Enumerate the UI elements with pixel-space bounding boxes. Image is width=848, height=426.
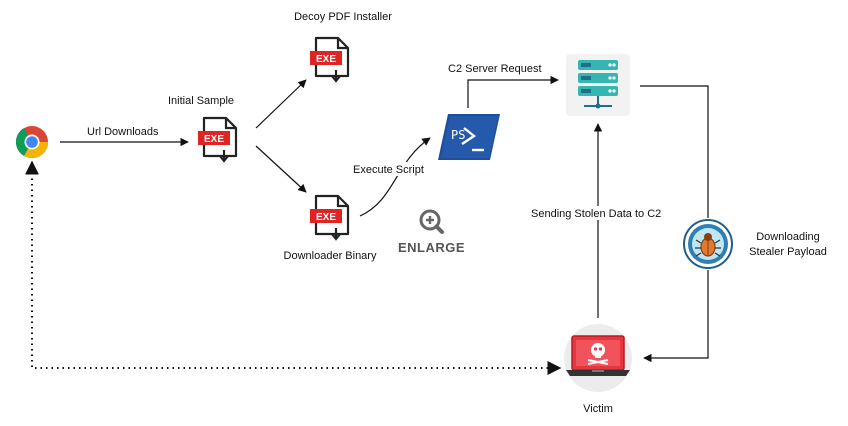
label-decoy-installer: Decoy PDF Installer <box>294 11 392 23</box>
label-downloader-binary: Downloader Binary <box>284 250 377 262</box>
chrome-browser-icon <box>15 126 48 159</box>
bug-shield-icon <box>683 219 733 269</box>
edge-to-decoy <box>255 79 307 129</box>
exe-badge: EXE <box>316 212 336 223</box>
edge-stealer-to-victim <box>643 270 709 363</box>
label-sending-data: Sending Stolen Data to C2 <box>531 208 661 220</box>
label-stealer-payload: Stealer Payload <box>749 246 827 258</box>
exe-file-icon: EXE <box>198 116 238 163</box>
exe-badge: EXE <box>316 54 336 65</box>
edges <box>25 75 709 375</box>
powershell-glyph: PS <box>451 128 465 142</box>
infected-laptop-icon <box>564 324 632 392</box>
edge-labels: Url Downloads Execute Script C2 Server R… <box>84 63 672 220</box>
edge-c2-request <box>467 75 559 108</box>
enlarge-label[interactable]: ENLARGE <box>398 240 465 255</box>
label-c2-request: C2 Server Request <box>448 63 542 75</box>
exe-file-icon: EXE <box>310 194 350 241</box>
exe-file-icon: EXE <box>310 36 350 83</box>
edge-dotted-browser-victim <box>25 160 562 375</box>
label-execute-script: Execute Script <box>353 164 424 176</box>
label-downloading: Downloading <box>756 231 820 243</box>
label-initial-sample: Initial Sample <box>168 95 234 107</box>
enlarge-control[interactable]: ENLARGE <box>398 209 465 255</box>
label-url-downloads: Url Downloads <box>87 126 159 138</box>
edge-execute-script <box>359 137 431 217</box>
zoom-in-icon[interactable] <box>419 209 444 234</box>
edge-to-downloader <box>255 145 307 193</box>
server-icon <box>566 54 630 116</box>
edge-download-stealer <box>640 85 709 218</box>
label-victim: Victim <box>583 403 613 415</box>
exe-badge: EXE <box>204 134 224 145</box>
powershell-icon: PS <box>438 114 500 160</box>
